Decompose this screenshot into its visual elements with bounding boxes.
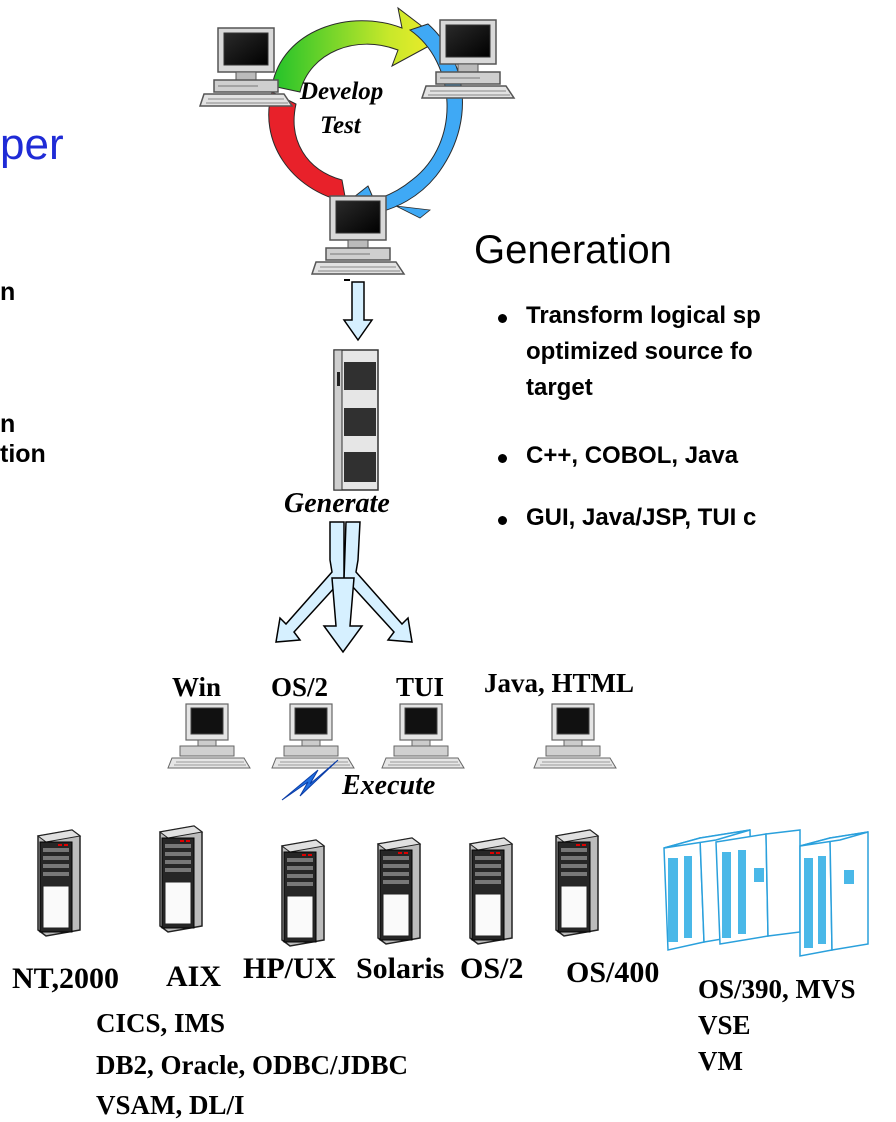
client-label-tui: TUI [396,672,445,702]
bullet-1-line-3: target [526,374,593,401]
server-label-aix: AIX [166,960,222,993]
middleware-label-db2: DB2, Oracle, ODBC/JDBC [96,1050,408,1080]
mainframe-label-vm: VM [698,1046,743,1076]
server-label-os2: OS/2 [460,952,524,985]
left-text-line1: n [0,278,16,306]
cycle-label-develop: Develop [300,78,384,105]
bullet-icon [498,516,507,525]
server-icon-solaris [377,837,421,945]
bullet-icon [498,314,507,323]
generate-label: Generate [284,488,390,519]
bullet-1-line-2: optimized source fo [526,338,753,365]
left-text-line3: tion [0,440,46,468]
mainframe-label-vse: VSE [698,1010,751,1040]
server-icon-os400 [555,829,599,937]
middleware-label-vsam: VSAM, DL/I [96,1090,245,1120]
server-label-hpux: HP/UX [243,952,337,985]
pc-icon-os2 [271,703,355,769]
pc-icon-java [533,703,617,769]
title-fragment: per [0,120,64,169]
generation-heading: Generation [474,228,672,272]
pc-icon-win [167,703,251,769]
bullet-icon [498,454,507,463]
execute-label: Execute [342,770,436,801]
mainframe-icon [663,829,869,957]
bullet-3-line-1: GUI, Java/JSP, TUI c [526,504,757,531]
down-arrow-icon [342,279,374,342]
pc-icon-tui [381,703,465,769]
server-icon-hpux [281,839,325,947]
server-icon-os2 [469,837,513,945]
generator-server-icon [333,349,379,491]
bullet-2-line-1: C++, COBOL, Java [526,442,739,469]
bullet-1-line-1: Transform logical sp [526,302,761,329]
server-label-solaris: Solaris [356,952,445,985]
client-label-os2: OS/2 [271,672,329,702]
lightning-icon [281,759,339,801]
left-text-line2: n [0,410,16,438]
middleware-label-cics: CICS, IMS [96,1008,226,1038]
server-icon-nt [37,829,81,937]
mainframe-label-os390: OS/390, MVS [698,974,856,1004]
server-label-os400: OS/400 [566,956,660,989]
client-label-win: Win [172,672,222,702]
branch-arrows-icon [275,521,413,654]
server-icon-aix [159,825,203,933]
client-label-java-html: Java, HTML [484,668,635,698]
server-label-nt: NT,2000 [12,962,119,995]
cycle-label-test: Test [320,112,361,139]
